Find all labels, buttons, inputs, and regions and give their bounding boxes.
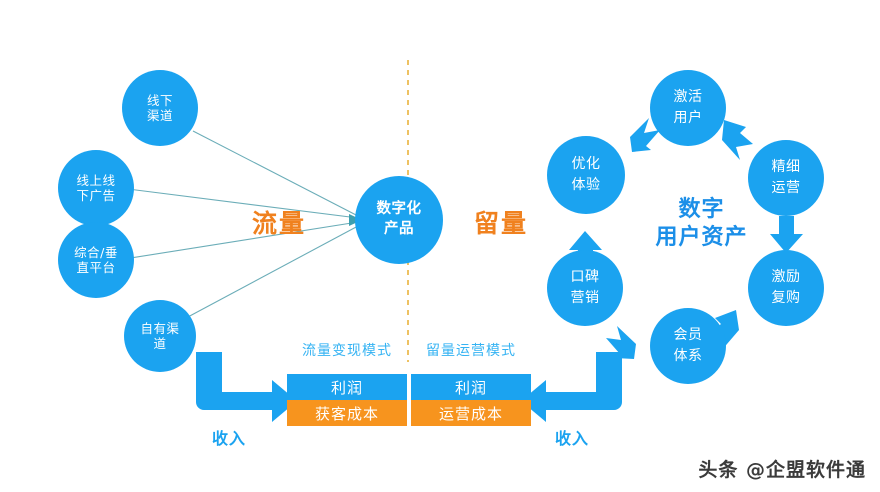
income-arrow-left xyxy=(196,352,297,422)
cycle-node-membership-system[interactable]: 会员 体系 xyxy=(650,308,726,384)
cycle-node-line: 用户 xyxy=(673,109,703,126)
table-cell-profit-left: 利润 xyxy=(287,374,407,400)
flow-label-traffic: 流量 xyxy=(252,209,307,238)
table-cell-profit-right: 利润 xyxy=(411,374,531,400)
cycle-arrow-1 xyxy=(630,118,660,152)
source-node-own-channel[interactable]: 自有渠 道 xyxy=(124,300,196,372)
watermark: 头条 @企盟软件通 xyxy=(698,459,866,481)
digital-user-asset-label: 数字 用户资产 xyxy=(634,196,769,251)
income-label-left: 收入 xyxy=(212,429,247,448)
cycle-node-line: 精细 xyxy=(771,159,801,176)
cycle-node-line: 口碑 xyxy=(570,269,600,286)
asset-label-line: 用户资产 xyxy=(655,224,748,250)
source-node-offline-channel[interactable]: 线下 渠道 xyxy=(122,70,198,146)
table-header-retention-operation: 留量运营模式 xyxy=(426,343,516,359)
cycle-node-activate-users[interactable]: 激活 用户 xyxy=(650,70,726,146)
source-node-line: 综合/垂 xyxy=(74,244,118,260)
income-label-right: 收入 xyxy=(555,429,590,448)
cycle-arrow-4 xyxy=(708,310,739,351)
source-node-line: 线下 xyxy=(146,92,173,108)
source-node-line: 道 xyxy=(153,336,167,351)
cycle-arrow-5 xyxy=(606,326,636,359)
cycle-node-line: 会员 xyxy=(673,327,703,344)
cycle-arrow-2 xyxy=(722,120,753,160)
cycle-node-line: 优化 xyxy=(571,156,601,173)
asset-label-line: 数字 xyxy=(678,197,725,222)
table-cell-acquisition-cost: 获客成本 xyxy=(287,400,407,426)
cycle-node-line: 激励 xyxy=(771,269,801,286)
source-node-platforms[interactable]: 综合/垂 直平台 xyxy=(58,222,134,298)
cycle-arrow-3 xyxy=(770,216,803,253)
cycle-node-line: 体系 xyxy=(673,347,703,364)
source-node-line: 直平台 xyxy=(76,260,116,275)
cycle-arrow-6 xyxy=(569,231,602,268)
flow-label-retention: 留量 xyxy=(474,209,529,238)
cycle-node-refined-operations[interactable]: 精细 运营 xyxy=(748,140,824,216)
source-node-line: 渠道 xyxy=(146,108,173,123)
cycle-node-word-of-mouth-marketing[interactable]: 口碑 营销 xyxy=(547,250,623,326)
source-node-line: 线上线 xyxy=(76,172,116,188)
cycle-node-line: 营销 xyxy=(570,289,600,306)
cycle-node-line: 复购 xyxy=(771,289,801,306)
source-node-line: 下广告 xyxy=(76,188,116,203)
source-node-line: 自有渠 xyxy=(140,320,180,336)
table-header-traffic-monetization: 流量变现模式 xyxy=(302,343,392,359)
cycle-node-line: 运营 xyxy=(771,179,801,196)
cycle-node-optimize-experience[interactable]: 优化 体验 xyxy=(547,136,625,214)
cycle-node-incentive-repurchase[interactable]: 激励 复购 xyxy=(748,250,824,326)
table-cell-operation-cost: 运营成本 xyxy=(411,400,531,426)
income-arrow-right xyxy=(521,352,622,422)
center-node-line: 数字化 xyxy=(376,201,422,218)
center-node-digital-product[interactable]: 数字化 产品 xyxy=(355,176,443,264)
center-node-line: 产品 xyxy=(384,221,414,237)
cycle-node-line: 激活 xyxy=(673,89,703,106)
cycle-node-line: 体验 xyxy=(571,176,601,193)
source-node-online-offline-ads[interactable]: 线上线 下广告 xyxy=(58,150,134,226)
